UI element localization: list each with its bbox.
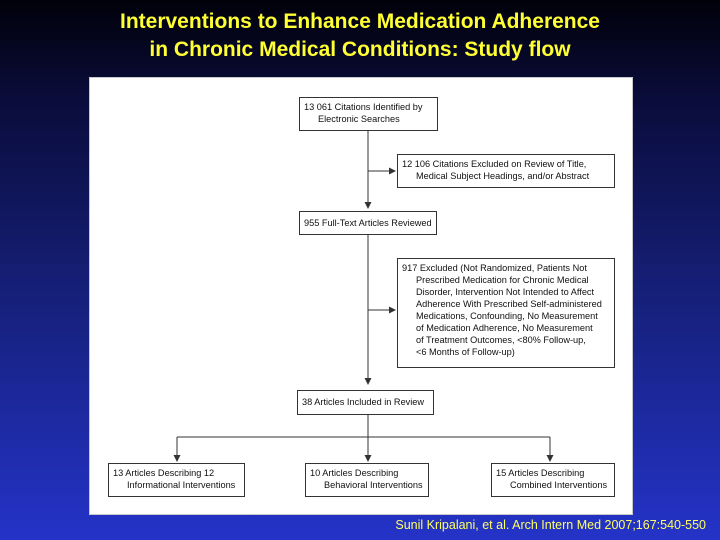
box-text: 13 Articles Describing 12: [113, 468, 215, 478]
title-line-1: Interventions to Enhance Medication Adhe…: [120, 10, 600, 33]
box-text: Combined Interventions: [510, 480, 608, 490]
box-citations-identified: 13 061 Citations Identified by Electroni…: [299, 97, 438, 131]
box-text: Medical Subject Headings, and/or Abstrac…: [416, 171, 590, 181]
box-text: Medications, Confounding, No Measurement: [416, 311, 598, 321]
slide-title: Interventions to Enhance Medication Adhe…: [0, 8, 720, 64]
box-text: Prescribed Medication for Chronic Medica…: [416, 275, 589, 285]
box-text: 917 Excluded (Not Randomized, Patients N…: [402, 263, 587, 273]
source-citation: Sunil Kripalani, et al. Arch Intern Med …: [395, 518, 706, 532]
box-text: 13 061 Citations Identified by: [304, 102, 423, 112]
box-text: Informational Interventions: [127, 480, 236, 490]
box-text: of Treatment Outcomes, <80% Follow-up,: [416, 335, 586, 345]
title-line-2: in Chronic Medical Conditions: Study flo…: [149, 38, 571, 61]
box-text: of Medication Adherence, No Measurement: [416, 323, 593, 333]
box-informational-interventions: 13 Articles Describing 12 Informational …: [108, 463, 245, 497]
box-fulltext-reviewed: 955 Full-Text Articles Reviewed: [299, 211, 437, 235]
box-behavioral-interventions: 10 Articles Describing Behavioral Interv…: [305, 463, 429, 497]
flow-connectors: [173, 130, 554, 462]
flow-diagram-panel: 13 061 Citations Identified by Electroni…: [89, 77, 633, 515]
box-text: 10 Articles Describing: [310, 468, 399, 478]
box-text: Behavioral Interventions: [324, 480, 423, 490]
box-text: 15 Articles Describing: [496, 468, 585, 478]
box-text: <6 Months of Follow-up): [416, 347, 515, 357]
box-text: 38 Articles Included in Review: [302, 397, 425, 407]
box-articles-included: 38 Articles Included in Review: [297, 390, 434, 415]
box-text: Electronic Searches: [318, 114, 400, 124]
box-text: 12 106 Citations Excluded on Review of T…: [402, 159, 587, 169]
box-citations-excluded: 12 106 Citations Excluded on Review of T…: [397, 154, 615, 188]
box-text: 955 Full-Text Articles Reviewed: [304, 218, 432, 228]
box-combined-interventions: 15 Articles Describing Combined Interven…: [491, 463, 615, 497]
box-fulltext-excluded: 917 Excluded (Not Randomized, Patients N…: [397, 258, 615, 368]
box-text: Disorder, Intervention Not Intended to A…: [416, 287, 595, 297]
box-text: Adherence With Prescribed Self-administe…: [416, 299, 602, 309]
